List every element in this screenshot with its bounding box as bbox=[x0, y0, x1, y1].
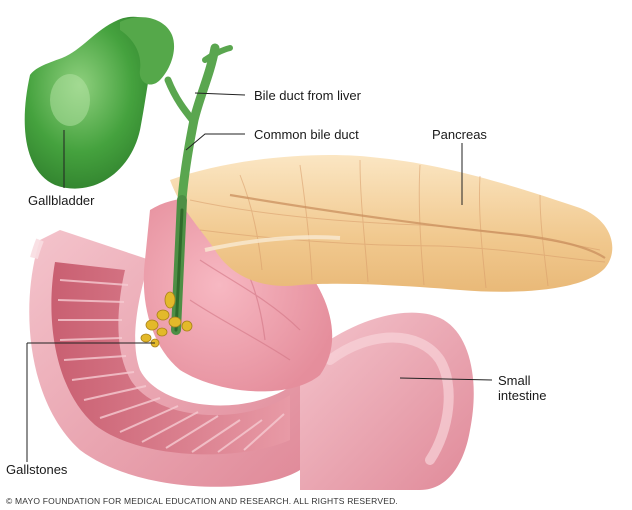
gallbladder bbox=[24, 16, 175, 189]
pancreas-body bbox=[170, 154, 613, 292]
label-small-intestine-line1: Small bbox=[498, 373, 531, 388]
label-pancreas: Pancreas bbox=[432, 127, 487, 142]
label-small-intestine-line2: intestine bbox=[498, 388, 547, 403]
duodenum bbox=[29, 230, 301, 487]
leader-lines bbox=[26, 92, 493, 462]
label-bile-duct-from-liver: Bile duct from liver bbox=[254, 88, 361, 103]
label-common-bile-duct: Common bile duct bbox=[254, 127, 359, 142]
gallstones bbox=[140, 291, 193, 348]
label-gallstones: Gallstones bbox=[6, 462, 68, 477]
copyright-notice: © MAYO FOUNDATION FOR MEDICAL EDUCATION … bbox=[6, 496, 398, 506]
label-gallbladder: Gallbladder bbox=[28, 193, 95, 208]
small-intestine bbox=[300, 312, 474, 490]
